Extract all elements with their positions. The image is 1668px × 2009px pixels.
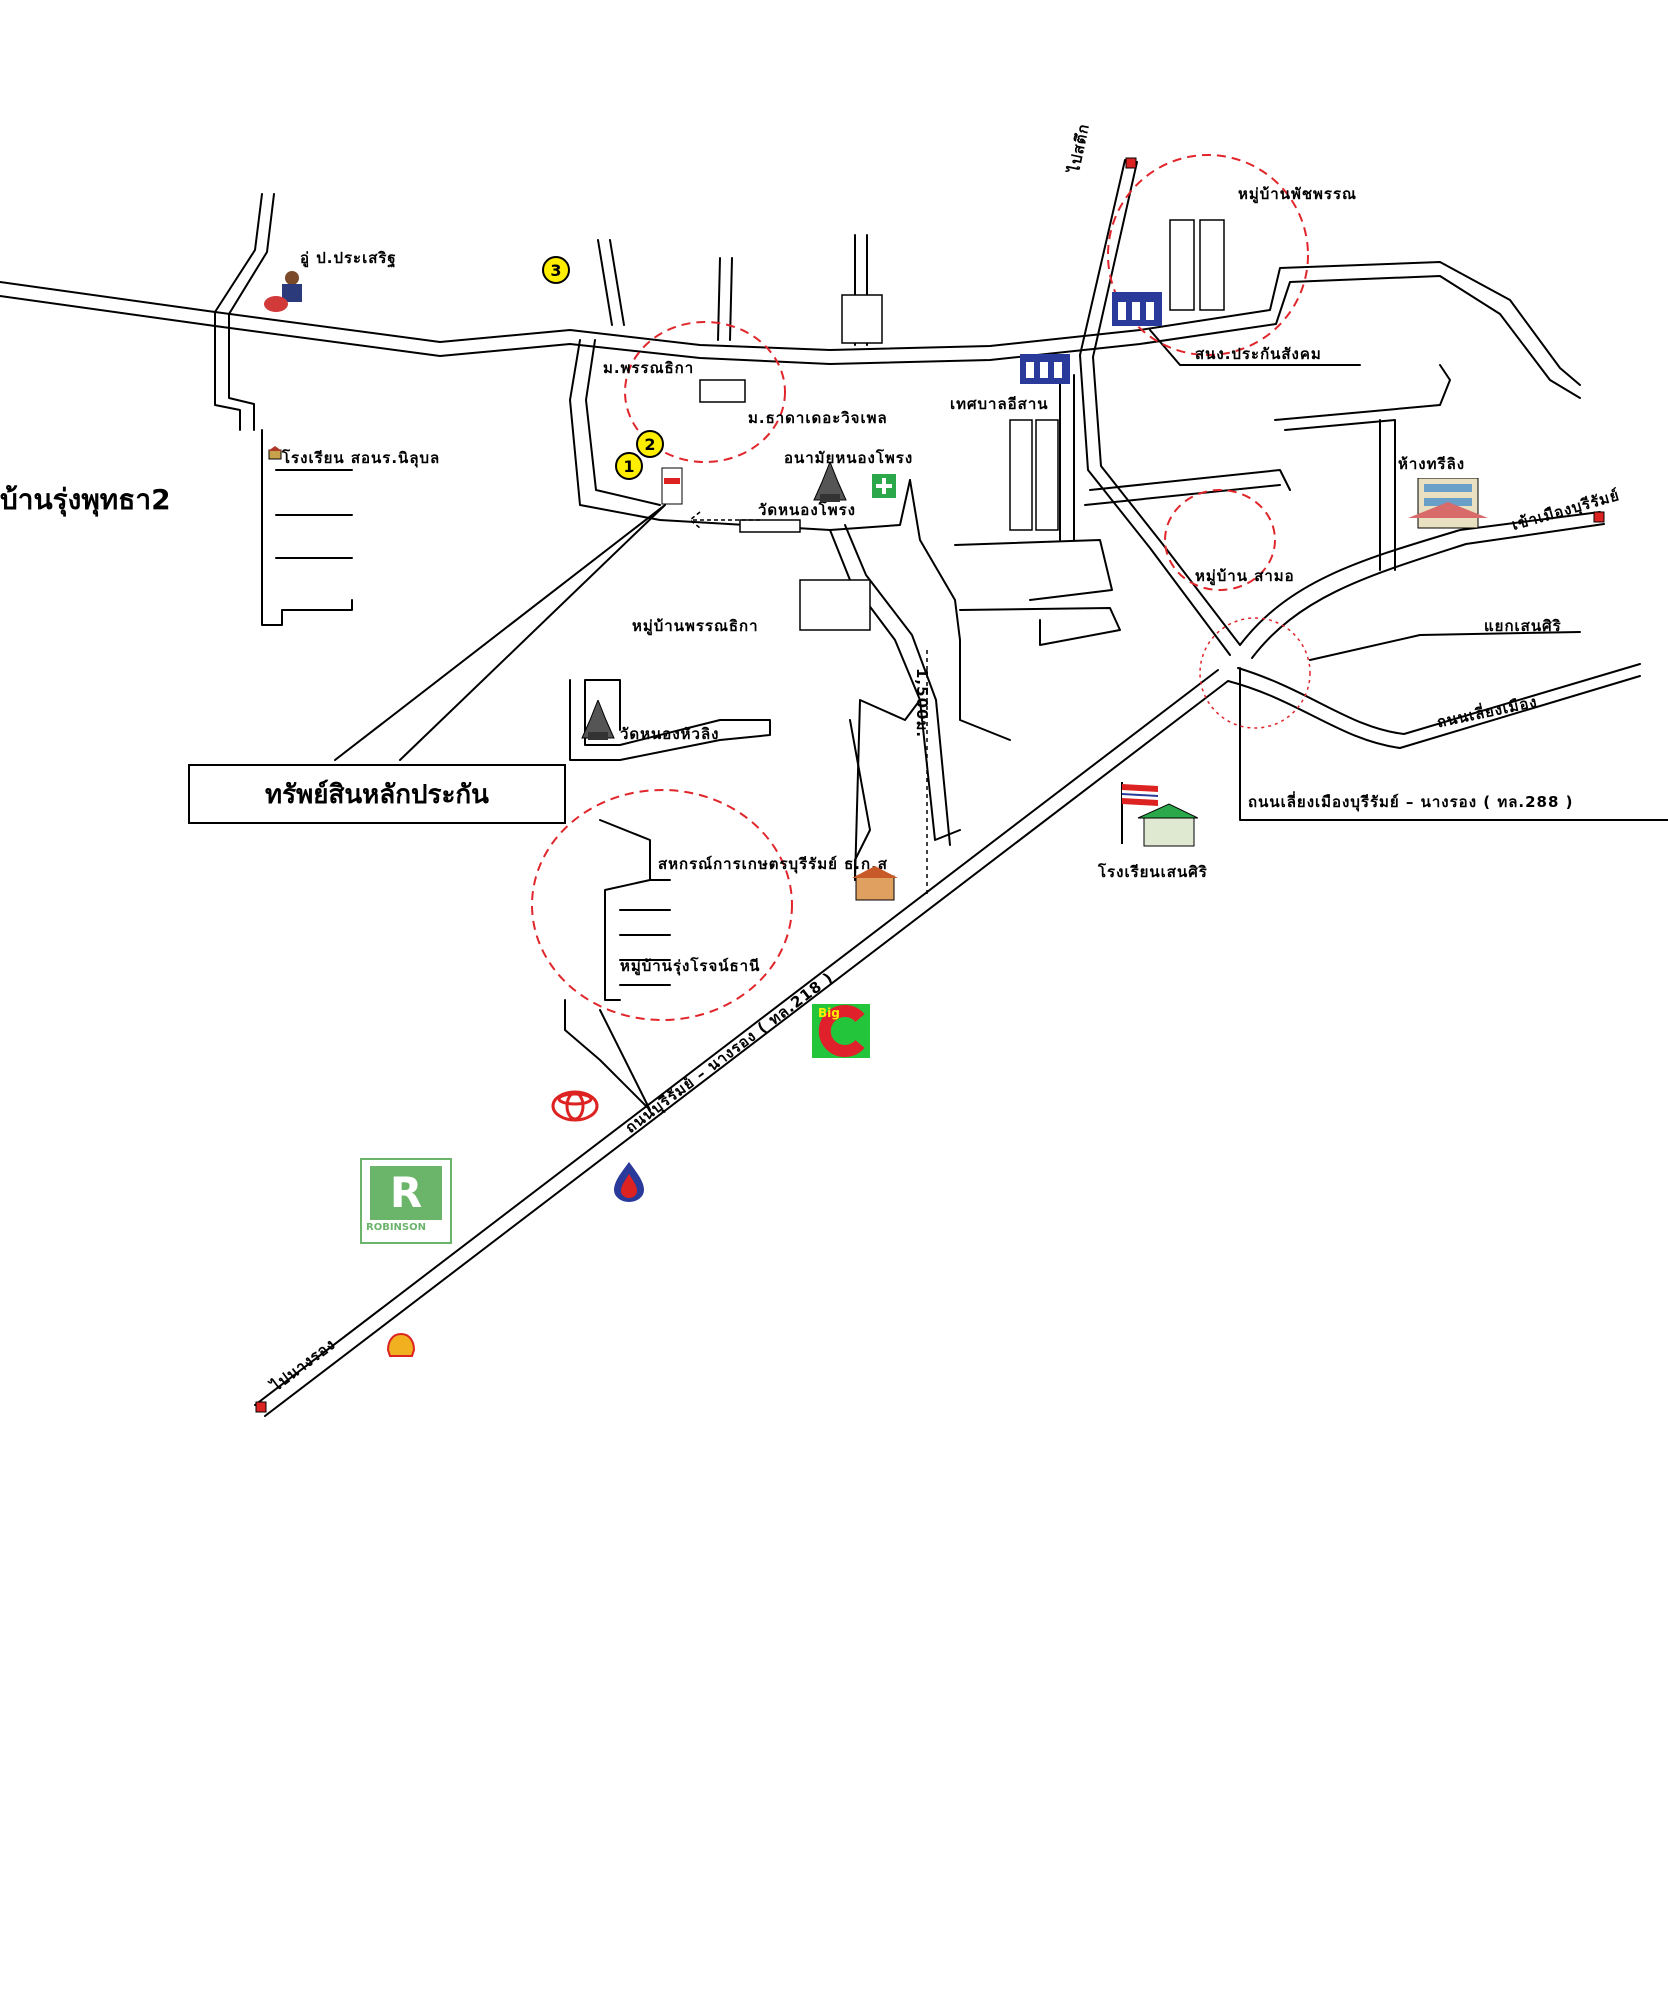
temple-nonghualing-icon	[581, 700, 615, 740]
label-social-security: สนง.ประกันสังคม	[1195, 345, 1322, 363]
circle-junction	[1199, 617, 1311, 729]
left-branch-a	[214, 193, 263, 431]
bigc-c-icon	[818, 1005, 865, 1057]
central-road-down-b	[919, 699, 961, 846]
east-soi	[959, 607, 1121, 646]
ptt-logo-icon	[614, 1162, 644, 1202]
bigc-logo: Big	[812, 1004, 870, 1058]
endpoint-satuek	[1125, 157, 1137, 169]
temple-icon	[813, 462, 847, 502]
label-school-sensiri: โรงเรียนเสนศิริ	[1098, 863, 1208, 881]
asset-box: ทรัพย์สินหลักประกัน	[188, 764, 566, 824]
label-distance: 1,500ม.	[913, 668, 931, 739]
block-pornsirika	[699, 379, 746, 403]
circle-pornsirika	[624, 321, 786, 463]
coop-building-icon	[852, 866, 898, 901]
health-cross-icon	[872, 474, 896, 498]
rungrot-soi	[619, 879, 671, 986]
wat-nonghualing-road	[569, 679, 771, 761]
label-junction: แยกเสนศิริ	[1484, 617, 1562, 635]
label-wat-nongphrong: วัดหนองโพรง	[758, 501, 856, 519]
label-school-nilubon: โรงเรียน สอนร.นิลุบล	[282, 449, 441, 467]
central-east-roads	[909, 479, 1113, 741]
label-village-patcharaporn: หมู่บ้านพัชพรรณ	[1238, 185, 1357, 203]
municipality-building-icon	[1020, 354, 1070, 384]
label-village-pornsirika: หมู่บ้านพรรณธิกา	[632, 617, 759, 635]
bypass-road-a	[1227, 675, 1641, 749]
marker-3: 3	[542, 256, 570, 284]
block-village	[799, 579, 871, 631]
label-municipality: เทศบาลอีสาน	[950, 395, 1049, 413]
block-municipal-a	[1009, 419, 1033, 531]
label-wat-nonghualing: วัดหนองหัวลิง	[620, 725, 720, 743]
rungrot-roads	[564, 819, 651, 1111]
soi-3-a	[597, 239, 625, 326]
label-village-rungphuttha: ู่บ้านรุ่งพุทธา2	[0, 483, 171, 516]
bigc-text: Big	[818, 1006, 840, 1020]
school-sensiri-icon	[1121, 782, 1198, 847]
road-to-town-b	[1251, 523, 1605, 659]
label-coop: สหกรณ์การเกษตรบุรีรัมย์ ธ.ก.ส	[658, 855, 888, 873]
shell-logo-icon	[386, 1332, 416, 1357]
block-wat	[739, 519, 801, 533]
bypass-road-b	[1237, 663, 1641, 735]
label-m-thara: ม.ธาดาเดอะวิจเพล	[748, 409, 888, 427]
block-municipal-b	[1035, 419, 1059, 531]
highway-218-line-a	[254, 669, 1219, 1406]
label-store: ห้างทรีลิง	[1398, 455, 1466, 473]
road-288-callout	[1239, 667, 1668, 821]
left-branch-b	[228, 193, 275, 431]
top-road-a	[0, 261, 1581, 386]
arrow-to-asset	[688, 511, 760, 529]
endpoint-town	[1593, 511, 1605, 523]
road-to-satuek-b	[1092, 161, 1241, 646]
circle-rungrot	[531, 789, 793, 1021]
robinson-logo: R ROBINSON	[360, 1158, 452, 1244]
block-patcharaporn-a	[1169, 219, 1195, 311]
mechanic-icon	[264, 271, 302, 312]
municipal-road	[1059, 374, 1075, 541]
label-m-pornsirika: ม.พรรณธิกา	[603, 359, 695, 377]
samor-road	[1084, 469, 1291, 506]
robinson-r-icon: R	[370, 1166, 442, 1220]
building-1-icon	[661, 467, 683, 505]
block-mid	[841, 294, 883, 344]
social-security-building-icon	[1112, 292, 1162, 326]
soi-left-b	[275, 469, 353, 559]
label-health-center: อนามัยหนองโพรง	[784, 449, 914, 467]
endpoint-nangrong	[255, 1401, 267, 1413]
coop-road	[849, 719, 871, 881]
highway-218-line-b	[264, 680, 1229, 1417]
circle-patcharaporn	[1107, 154, 1309, 356]
asset-callout-lines	[334, 504, 666, 761]
label-garage: อู่ ป.ประเสริฐ	[300, 249, 397, 267]
label-village-samor: หมู่บ้าน สามอ	[1195, 567, 1295, 585]
soi-mid-a	[717, 257, 733, 341]
central-loop-a	[569, 339, 911, 531]
road-to-town-a	[1239, 511, 1601, 646]
road-to-satuek-a	[1079, 159, 1231, 656]
department-store-icon	[1408, 478, 1488, 529]
robinson-text: ROBINSON	[366, 1222, 426, 1233]
circle-samor	[1164, 489, 1276, 591]
marker-2: 2	[636, 430, 664, 458]
marker-1: 1	[615, 452, 643, 480]
top-road-b	[0, 275, 1581, 399]
soi-left-a	[261, 429, 353, 626]
label-road-288: ถนนเลี่ยงเมืองบุรีรัมย์ – นางรอง ( ทล.28…	[1248, 793, 1574, 811]
label-village-rungrot: หมู่บ้านรุ่งโรจน์ธานี	[620, 957, 761, 975]
junction-callout	[1309, 631, 1581, 661]
toyota-logo-icon	[551, 1090, 599, 1122]
store-road	[1274, 364, 1451, 571]
school-building-icon	[268, 446, 282, 460]
social-security-callout	[1149, 329, 1361, 366]
block-patcharaporn-b	[1199, 219, 1225, 311]
